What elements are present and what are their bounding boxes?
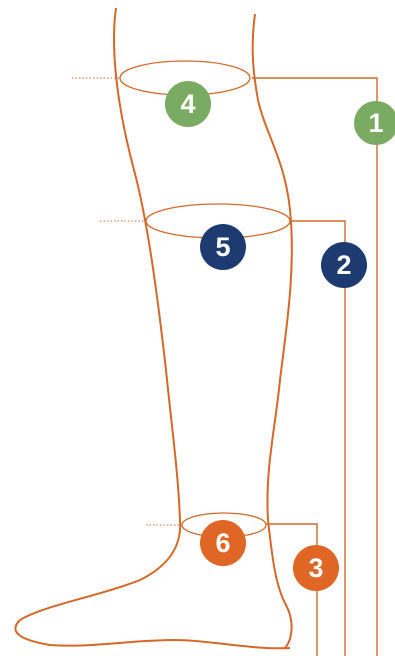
leg-outline-front [253,14,292,648]
marker-6-label: 6 [215,528,230,558]
marker-1-badge: 1 [354,101,395,145]
marker-6-badge: 6 [200,520,246,566]
marker-3-label: 3 [308,553,323,583]
marker-5-badge: 5 [200,224,246,270]
marker-1-label: 1 [368,108,383,138]
marker-4-badge: 4 [165,81,211,127]
marker-3-badge: 3 [293,545,339,591]
leg-outline-back [15,8,290,648]
marker-2-label: 2 [336,250,351,280]
marker-4-label: 4 [180,89,195,119]
marker-5-label: 5 [215,232,230,262]
marker-2-badge: 2 [321,242,367,288]
